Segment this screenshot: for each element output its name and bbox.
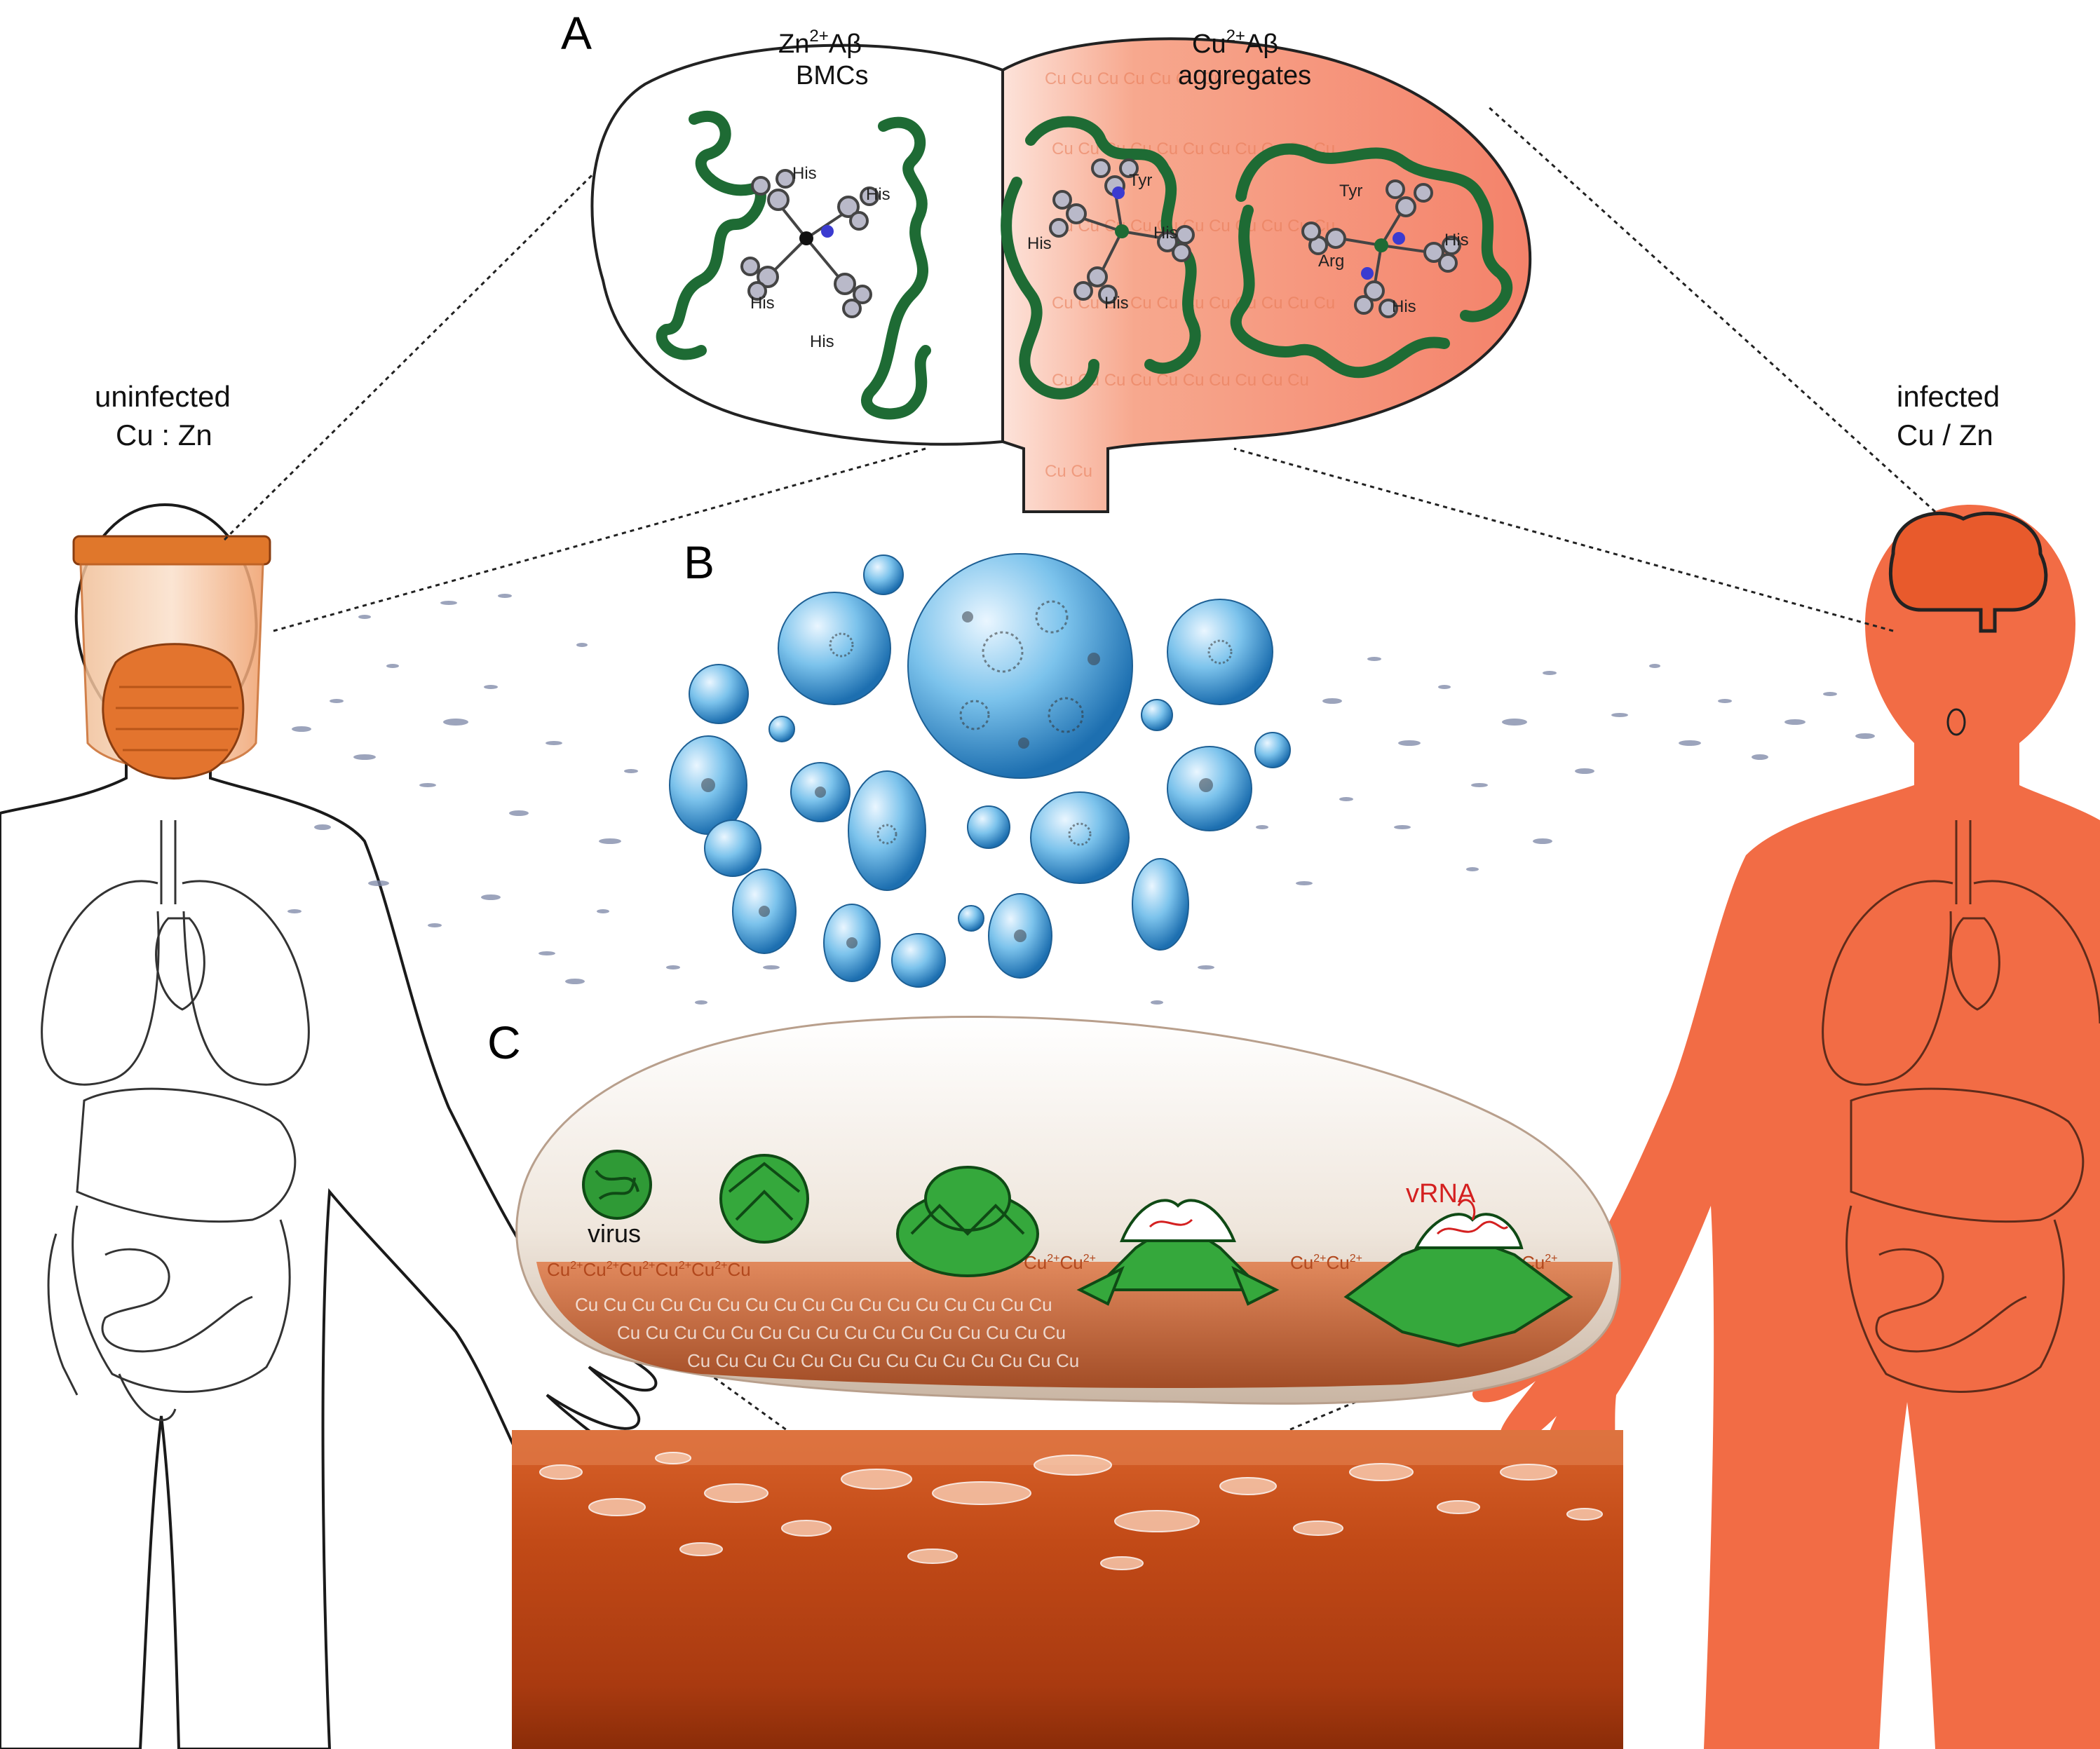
infected-body-silhouette: [1472, 505, 2100, 1749]
infected-person: [1472, 505, 2100, 1749]
virus-stage-3: [896, 1166, 1039, 1277]
zn-abeta-subtitle: BMCs: [796, 61, 868, 90]
surface-droplets: [539, 1452, 1603, 1570]
panel-b: B: [669, 536, 1291, 988]
panel-label-a: A: [561, 7, 592, 59]
virus-stage-4: [1076, 1199, 1280, 1306]
svg-text:Arg: Arg: [1318, 252, 1344, 271]
cu-complex-1: [1049, 158, 1195, 304]
infected-mouth: [1946, 708, 1966, 736]
virus-label: virus: [588, 1219, 641, 1248]
brain-cu-background: Cu Cu Cu Cu Cu Cu Cu Cu Cu Cu Cu Cu Cu C…: [1045, 69, 1335, 481]
vrna-label: vRNA: [1406, 1179, 1476, 1209]
virus-stages: [582, 1150, 1573, 1348]
svg-text:His: His: [1444, 231, 1469, 250]
zn-complex: [740, 169, 879, 318]
panel-label-c: C: [487, 1016, 521, 1068]
svg-text:His: His: [792, 164, 817, 183]
side-labels: uninfected Cu : Zn infected Cu / Zn: [95, 380, 2000, 451]
svg-text:Cu Cu Cu Cu Cu Cu Cu Cu: Cu Cu Cu Cu Cu Cu Cu Cu Cu Cu Cu Cu Cu C…: [687, 1350, 1079, 1371]
svg-text:Cu2+Cu2+: Cu2+Cu2+: [1290, 1252, 1362, 1273]
svg-text:Tyr: Tyr: [1129, 171, 1152, 190]
cu-protein-backbone-2: [1230, 143, 1513, 379]
uninfected-label: uninfected: [95, 380, 231, 413]
svg-text:His: His: [750, 294, 775, 313]
panel-a: A Cu Cu Cu Cu Cu Cu Cu Cu Cu Cu Cu Cu Cu…: [561, 7, 1532, 513]
brain-right-half: [1001, 37, 1532, 513]
svg-text:Tyr: Tyr: [1339, 182, 1362, 200]
svg-text:Cu Cu Cu Cu Cu Cu Cu Cu: Cu Cu Cu Cu Cu Cu Cu Cu Cu Cu Cu Cu Cu C…: [617, 1322, 1066, 1343]
svg-text:His: His: [810, 332, 834, 351]
svg-text:His: His: [1392, 297, 1416, 316]
infected-organs: [1822, 820, 2100, 1393]
infected-brain-icon: [1888, 511, 2048, 633]
svg-text:His: His: [1104, 294, 1129, 313]
svg-text:Cu Cu Cu Cu Cu Cu Cu Cu: Cu Cu Cu Cu Cu Cu Cu Cu Cu Cu Cu Cu Cu C…: [575, 1294, 1052, 1315]
panel-label-b: B: [684, 536, 714, 588]
svg-text:His: His: [1027, 234, 1052, 253]
infected-ratio: Cu / Zn: [1897, 418, 1993, 451]
connector-lines: [223, 104, 1937, 1502]
svg-text:His: His: [1153, 224, 1178, 243]
virus-stage-1: [582, 1150, 652, 1220]
face-shield: [72, 535, 271, 780]
uninfected-ratio: Cu : Zn: [116, 418, 212, 451]
virus-particles-in-droplets: [701, 600, 1233, 948]
cu-complex-2: [1301, 179, 1461, 318]
zn-residue-labels: His His His His: [750, 164, 890, 351]
droplet-copper-layer: [536, 1262, 1613, 1388]
droplet-cluster: [669, 553, 1291, 988]
virus-stage-5: [1343, 1199, 1573, 1348]
cu-residue-labels: Tyr His His His Tyr Arg His His: [1027, 171, 1469, 316]
zn-abeta-title: Zn2+Aβ: [778, 27, 862, 59]
uninfected-organs: [41, 820, 310, 1422]
cu-abeta-title: Cu2+Aβ: [1192, 27, 1278, 59]
virus-stage-2: [719, 1154, 809, 1244]
copper-surface: [512, 1430, 1623, 1749]
cu-abeta-subtitle: aggregates: [1178, 61, 1311, 90]
infected-label: infected: [1897, 380, 2000, 413]
svg-text:Cu Cu: Cu Cu: [1045, 462, 1092, 481]
aerosol-particles: [287, 594, 1875, 1005]
panel-c: C Cu2+Cu2+Cu2+Cu2+Cu2+Cu Cu2+Cu2+ Cu2+Cu…: [487, 1016, 1623, 1749]
uninfected-person: [0, 503, 658, 1749]
svg-text:Cu Cu Cu Cu Cu Cu Cu Cu: Cu Cu Cu Cu Cu Cu Cu Cu Cu Cu: [1045, 69, 1302, 88]
svg-text:His: His: [866, 185, 890, 204]
cu-protein-backbone-1: [1001, 116, 1201, 400]
brain-left-half: [590, 43, 1004, 446]
droplet-cu-ions: Cu2+Cu2+Cu2+Cu2+Cu2+Cu Cu2+Cu2+ Cu2+Cu2+…: [547, 1252, 1558, 1371]
zn-protein-backbone: [656, 111, 931, 420]
